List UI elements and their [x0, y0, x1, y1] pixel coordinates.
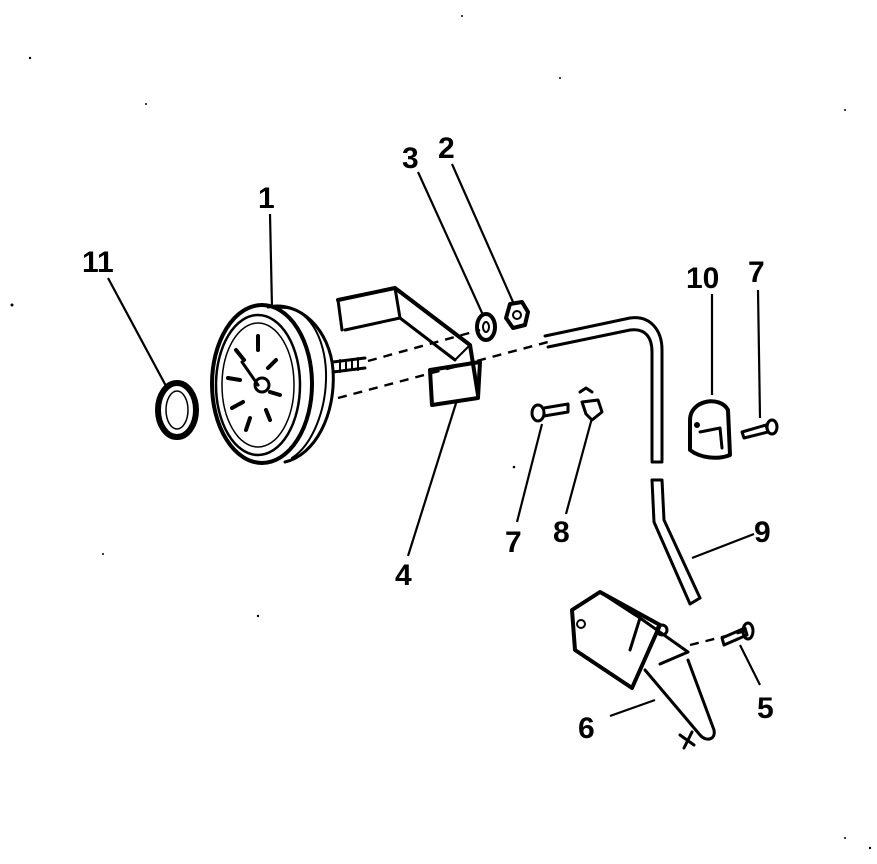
callout-6: 6	[578, 712, 595, 745]
screw-part	[720, 621, 755, 647]
gauge-part	[210, 303, 367, 465]
callout-4: 4	[395, 559, 412, 592]
assembly-line	[367, 328, 481, 363]
tube-part	[543, 316, 702, 606]
scan-specks	[10, 15, 872, 850]
screw-part	[740, 418, 779, 440]
callout-1: 1	[258, 182, 275, 215]
callout-8: 8	[553, 516, 570, 549]
retainer-part	[688, 399, 732, 460]
callout-11: 11	[82, 246, 114, 279]
screw-part	[530, 402, 570, 423]
assembly-line	[337, 340, 549, 400]
o-ring-part	[155, 380, 199, 440]
lock-washer-part	[475, 312, 497, 342]
callout-2: 2	[438, 132, 455, 165]
callout-3: 3	[402, 142, 419, 175]
sender-clip-part	[570, 590, 716, 750]
clamp-part	[578, 386, 604, 422]
callout-9: 9	[754, 516, 771, 549]
leader-lines	[107, 163, 762, 718]
nut-part	[504, 300, 530, 330]
callout-10: 10	[686, 262, 719, 295]
callout-7b: 7	[748, 256, 765, 289]
bracket-part	[336, 286, 482, 407]
callout-5: 5	[757, 692, 774, 725]
callout-7a: 7	[505, 526, 522, 559]
assembly-line	[689, 630, 743, 647]
